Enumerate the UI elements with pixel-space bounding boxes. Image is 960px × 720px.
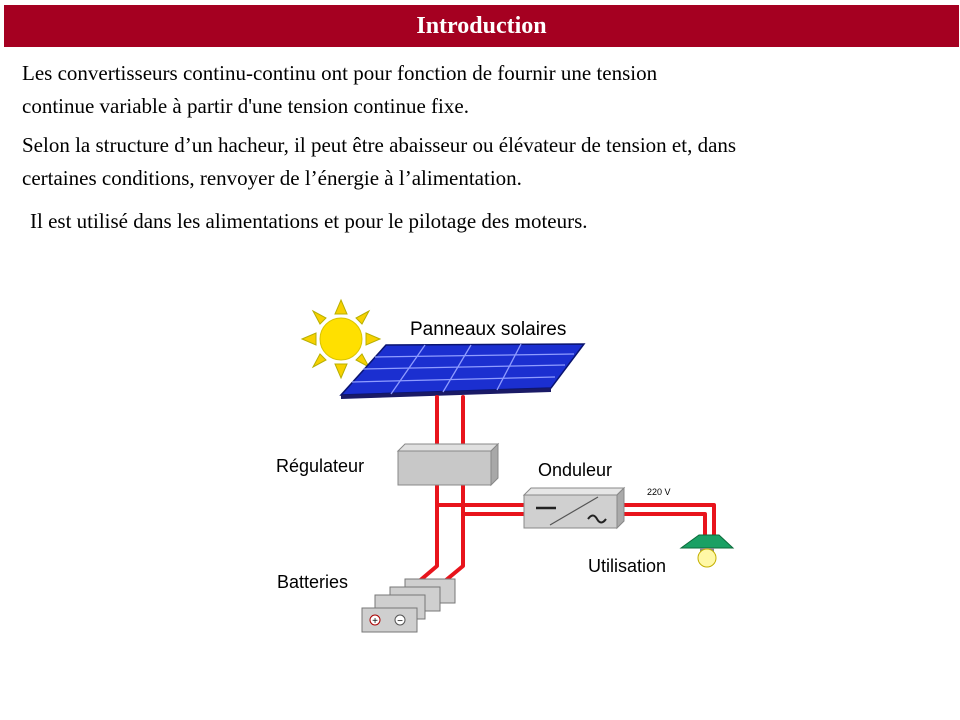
intro-paragraph-2: Selon la structure d’un hacheur, il peut… — [22, 129, 736, 195]
paragraph-line: Selon la structure d’un hacheur, il peut… — [22, 133, 737, 157]
regulator-box-icon — [396, 442, 500, 487]
battery-minus-terminal: − — [397, 616, 403, 627]
paragraph-line: certaines conditions, renvoyer de l’éner… — [22, 166, 522, 190]
sun-icon — [300, 298, 382, 380]
inverter-box-icon — [522, 486, 626, 530]
label-voltage: 220 V — [647, 487, 671, 497]
wiring — [395, 395, 716, 602]
slide-title: Introduction — [416, 12, 547, 39]
paragraph-line: continue variable à partir d'une tension… — [22, 94, 469, 118]
intro-paragraph-1: Les convertisseurs continu-continu ont p… — [22, 57, 657, 123]
label-onduleur: Onduleur — [538, 460, 612, 480]
label-utilisation: Utilisation — [588, 556, 666, 576]
label-panneaux-solaires: Panneaux solaires — [410, 319, 566, 340]
paragraph-line: Il est utilisé dans les alimentations et… — [30, 209, 588, 233]
battery-icon: + − — [361, 578, 456, 633]
intro-paragraph-3: Il est utilisé dans les alimentations et… — [30, 205, 588, 238]
label-batteries: Batteries — [277, 572, 348, 592]
label-regulateur: Régulateur — [276, 456, 364, 476]
lamp-icon — [679, 534, 735, 568]
paragraph-line: Les convertisseurs continu-continu ont p… — [22, 61, 658, 85]
battery-plus-terminal: + — [372, 616, 378, 627]
slide-title-bar: Introduction — [4, 5, 959, 47]
solar-panel-icon — [339, 343, 586, 399]
